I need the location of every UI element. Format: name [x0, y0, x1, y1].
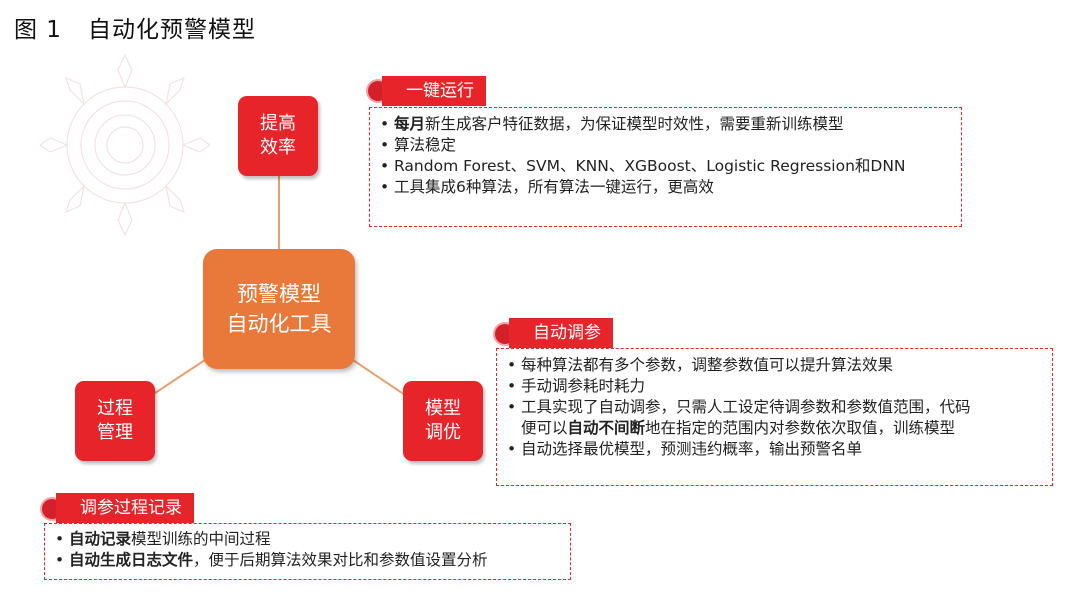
one-click-item-text: 算法稳定 — [394, 136, 457, 154]
auto-tune-panel: •每种算法都有多个参数，调整参数值可以提升算法效果 •手动调参耗时耗力 •工具实… — [496, 348, 1053, 486]
bullet-icon: • — [507, 398, 517, 416]
tuning-log-panel: •自动记录模型训练的中间过程 •自动生成日志文件，便于后期算法效果对比和参数值设… — [44, 523, 571, 580]
bullet-icon: • — [380, 136, 390, 154]
auto-tune-item-continuation: 便可以自动不间断地在指定的范围内对参数依次取值，训练模型 — [507, 418, 1042, 439]
bullet-icon: • — [507, 356, 517, 374]
bullet-icon: • — [380, 178, 390, 196]
figure-number: 图 1 — [14, 17, 62, 43]
node-process-line2: 管理 — [97, 422, 133, 443]
bullet-icon: • — [380, 157, 390, 175]
one-click-item: •工具集成6种算法，所有算法一键运行，更高效 — [380, 177, 951, 198]
one-click-tag: 一键运行 — [382, 76, 486, 106]
one-click-item-text: 工具集成6种算法，所有算法一键运行，更高效 — [394, 178, 714, 196]
one-click-item: •每月新生成客户特征数据，为保证模型时效性，需要重新训练模型 — [380, 114, 951, 135]
bullet-icon: • — [507, 377, 517, 395]
auto-tune-item-text: 自动选择最优模型，预测违约概率，输出预警名单 — [521, 440, 863, 458]
one-click-item-text: 新生成客户特征数据，为保证模型时效性，需要重新训练模型 — [425, 115, 844, 133]
flower-ornament-icon — [40, 53, 210, 237]
center-node-tool: 预警模型 自动化工具 — [203, 249, 355, 369]
auto-tune-item: •自动选择最优模型，预测违约概率，输出预警名单 — [507, 439, 1042, 460]
figure-title-text: 自动化预警模型 — [87, 17, 256, 43]
tuning-log-item: •自动记录模型训练的中间过程 — [55, 529, 560, 550]
tuning-log-item-text: ，便于后期算法效果对比和参数值设置分析 — [193, 551, 488, 569]
tuning-log-item-text: 模型训练的中间过程 — [131, 530, 271, 548]
bullet-icon: • — [380, 115, 390, 133]
center-node-line1: 预警模型 — [237, 282, 321, 306]
node-tuning-line2: 调优 — [425, 422, 461, 443]
node-process-line1: 过程 — [97, 398, 133, 419]
auto-tune-item-text: 工具实现了自动调参，只需人工设定待调参数和参数值范围，代码 — [521, 398, 971, 416]
auto-tune-tag: 自动调参 — [509, 318, 613, 348]
auto-tune-item-text: 每种算法都有多个参数，调整参数值可以提升算法效果 — [521, 356, 894, 374]
auto-tune-item: •工具实现了自动调参，只需人工设定待调参数和参数值范围，代码 — [507, 397, 1042, 418]
node-tuning-line1: 模型 — [425, 398, 461, 419]
bullet-icon: • — [55, 530, 65, 548]
node-model-tuning: 模型 调优 — [403, 381, 483, 461]
one-click-item: •算法稳定 — [380, 135, 951, 156]
tuning-log-tag: 调参过程记录 — [56, 493, 194, 523]
center-node-line2: 自动化工具 — [226, 312, 332, 336]
node-process-management: 过程 管理 — [75, 381, 155, 461]
node-efficiency-line2: 效率 — [260, 137, 296, 158]
figure-title: 图 1 自动化预警模型 — [14, 10, 256, 44]
node-efficiency: 提高 效率 — [238, 96, 318, 176]
tuning-log-item: •自动生成日志文件，便于后期算法效果对比和参数值设置分析 — [55, 550, 560, 571]
bullet-icon: • — [55, 551, 65, 569]
auto-tune-item-bold: 自动不间断 — [567, 419, 646, 437]
one-click-panel: •每月新生成客户特征数据，为保证模型时效性，需要重新训练模型 •算法稳定 •Ra… — [369, 107, 962, 227]
one-click-item-text: Random Forest、SVM、KNN、XGBoost、Logistic R… — [394, 157, 906, 175]
one-click-item: •Random Forest、SVM、KNN、XGBoost、Logistic … — [380, 156, 951, 177]
node-efficiency-line1: 提高 — [260, 113, 296, 134]
tuning-log-item-bold: 自动记录 — [69, 530, 132, 548]
auto-tune-item: •每种算法都有多个参数，调整参数值可以提升算法效果 — [507, 355, 1042, 376]
auto-tune-item-text: 地在指定的范围内对参数依次取值，训练模型 — [645, 419, 956, 437]
auto-tune-item-text: 手动调参耗时耗力 — [521, 377, 646, 395]
bullet-icon: • — [507, 440, 517, 458]
auto-tune-item-pre: 便可以 — [521, 419, 568, 437]
auto-tune-item: •手动调参耗时耗力 — [507, 376, 1042, 397]
tuning-log-item-bold: 自动生成日志文件 — [69, 551, 194, 569]
one-click-item-bold: 每月 — [394, 115, 426, 133]
